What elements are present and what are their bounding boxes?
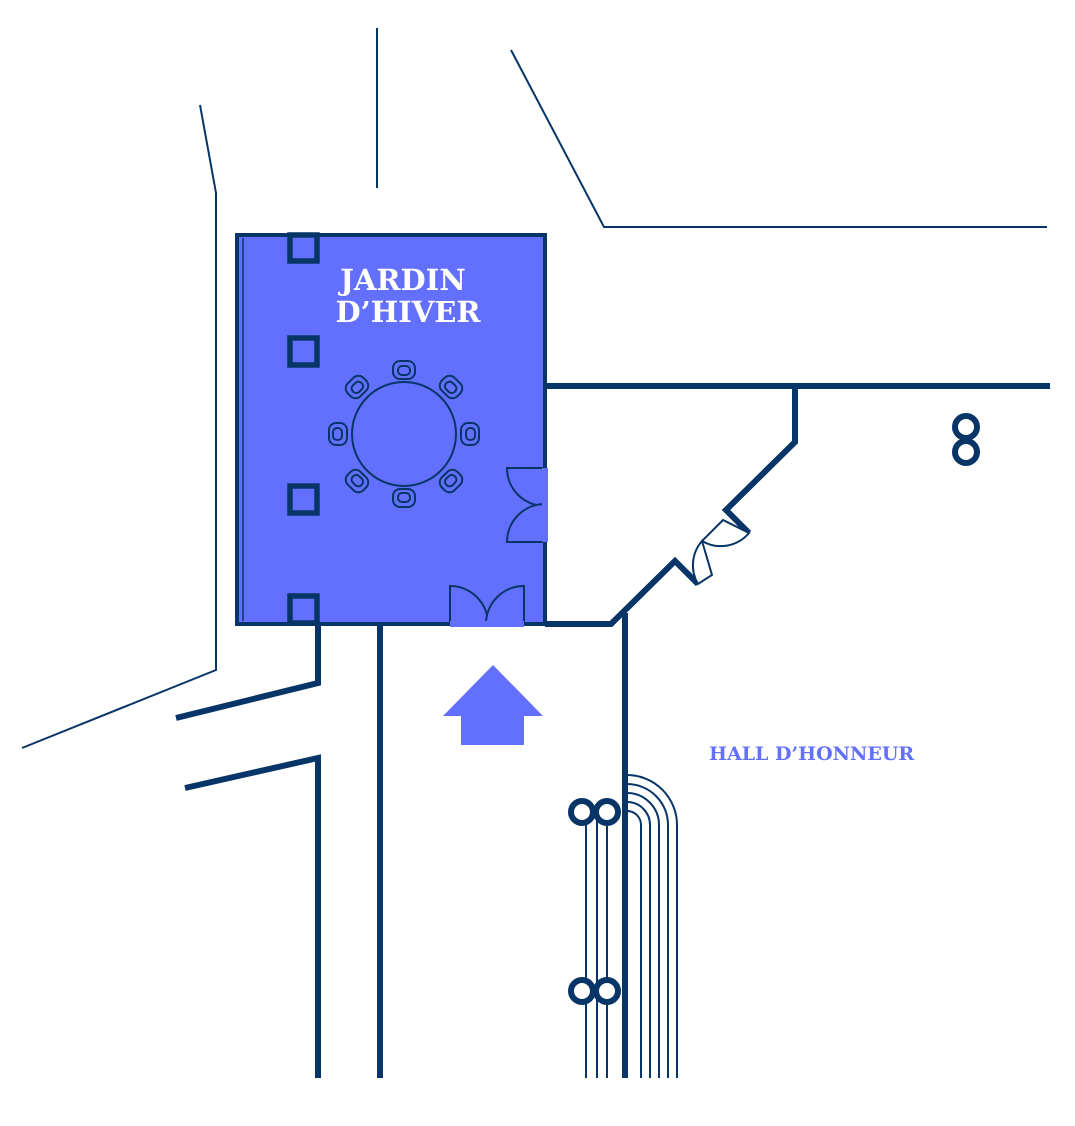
entrance-arrow-icon	[443, 665, 543, 745]
door-icon	[691, 518, 751, 586]
walls	[175, 383, 1050, 1078]
room-jardin-d-hiver[interactable]: JARDIN D’HIVER	[235, 232, 548, 627]
chair-icon	[392, 360, 416, 380]
area-label-hall-d-honneur: HALL D’HONNEUR	[709, 743, 914, 765]
pillar-icon	[287, 232, 320, 264]
post-pair-icon	[952, 413, 980, 466]
outline-thin-lines	[21, 28, 1047, 749]
pillar-icon	[287, 593, 320, 626]
chair-icon	[328, 422, 348, 446]
chair-icon	[392, 488, 416, 508]
round-table-icon	[328, 360, 480, 508]
pillar-icon	[287, 483, 320, 516]
pillar-icon	[287, 335, 320, 368]
door-icon	[505, 467, 548, 543]
chair-icon	[344, 374, 370, 400]
staircase-icon	[585, 774, 678, 1078]
room-jardin-d-hiver-area[interactable]	[235, 233, 547, 626]
post-pair-icon	[568, 977, 621, 1005]
post-pair-icon	[568, 798, 621, 826]
room-label-jardin-d-hiver: JARDIN D’HIVER	[336, 263, 482, 329]
chair-icon	[438, 374, 464, 400]
door-icon	[449, 584, 525, 627]
room-label-line-2: D’HIVER	[336, 295, 482, 329]
chair-icon	[460, 422, 480, 446]
chair-icon	[438, 468, 464, 494]
chair-icon	[344, 468, 370, 494]
room-label-line-1: JARDIN	[337, 263, 466, 297]
